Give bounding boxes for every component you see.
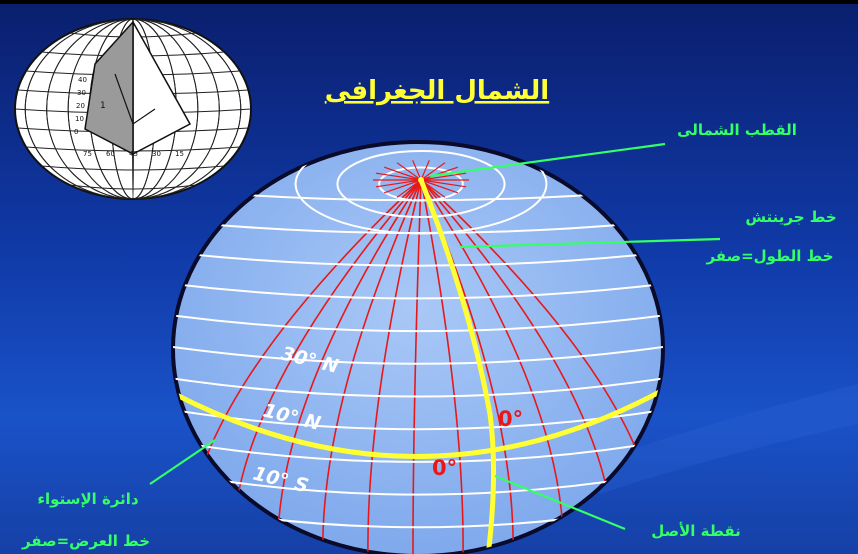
greenwich-meridian: [418, 179, 497, 554]
inset-angle-lines: [114, 73, 156, 125]
north-pole-pointer: [429, 142, 666, 178]
equator-pointer: [149, 439, 216, 485]
pole-ray: [420, 162, 446, 181]
inset-latitude-line: [41, 165, 225, 171]
inset-globe: 1 40 30 20 10 0 75 60 45 30 15: [14, 18, 252, 200]
longitude-zero-label: خط الطول=صفر: [705, 247, 833, 265]
latitude-line: [173, 313, 663, 333]
diagram-canvas: 30° N 10° N 10° S 0° 0° الشمال الجغرافى …: [14, 18, 858, 554]
longitude-line: [276, 179, 422, 554]
latitude-line: [173, 281, 663, 300]
pointer-lines: [149, 142, 721, 531]
pole-ray: [420, 172, 467, 181]
pole-ray: [375, 172, 422, 181]
inset-scale-top: 40 30 20 10 0: [74, 76, 87, 136]
pole-ray: [384, 179, 422, 194]
longitude-line: [420, 179, 464, 554]
inset-longitude-line: [67, 19, 199, 199]
pole-ray: [384, 166, 422, 181]
inset-scale-label: 15: [175, 150, 184, 158]
inset-longitude-line: [46, 19, 220, 199]
inset-scale-label: 10: [75, 115, 84, 123]
pole-ray: [412, 160, 422, 181]
equator-label: دائرة الإستواء: [37, 490, 139, 508]
page-title: الشمال الجغرافى: [325, 76, 549, 106]
longitude-line: [367, 179, 422, 554]
zero-meridian-label: 0°: [498, 407, 523, 431]
inset-scale-label: 20: [76, 102, 85, 110]
longitude-line: [321, 179, 422, 554]
pole-ray: [375, 179, 422, 188]
inset-longitude-line: [24, 19, 242, 199]
background-swoosh: [560, 384, 858, 494]
pole-ray: [420, 179, 467, 188]
origin-label: نقطة الأصل: [651, 522, 741, 540]
equator-line: [173, 386, 663, 459]
inset-scale-label: 60: [106, 150, 115, 158]
pole-ray: [420, 166, 458, 181]
longitude-line: [412, 179, 422, 554]
greenwich-label: خط جرينتش: [745, 208, 836, 226]
inset-scale-label: 40: [78, 76, 87, 84]
inset-scale-label: 0: [74, 128, 78, 136]
pole-ray: [396, 162, 422, 181]
pole-ray: [420, 160, 430, 181]
latitude-line: [173, 376, 663, 398]
inset-cutaway-dark: [84, 20, 134, 156]
latitude-line: [173, 250, 663, 267]
polar-circle: [336, 150, 506, 218]
globe: [171, 140, 665, 554]
inset-scale-label: 75: [83, 150, 92, 158]
pole-ray: [420, 179, 446, 198]
inset-latitude-line: [69, 184, 197, 190]
zero-equator-label: 0°: [432, 456, 457, 480]
latitude-line: [173, 470, 663, 496]
origin-pointer: [494, 474, 626, 531]
globe-body: [171, 140, 665, 554]
latitude-line: [173, 344, 663, 365]
north-pole-point: [418, 177, 424, 183]
inset-scale-label: 30: [77, 89, 86, 97]
pole-ray: [396, 179, 422, 198]
inset-scale-label: 30: [152, 150, 161, 158]
inset-center-mark: 1: [100, 101, 106, 111]
polar-circle: [378, 166, 464, 202]
latitude-line: [173, 438, 663, 463]
latitude-zero-label: خط العرض=صفر: [21, 532, 150, 550]
greenwich-pointer: [459, 237, 721, 249]
inset-scale-bottom: 75 60 45 30 15: [83, 150, 184, 158]
pole-rays: [373, 160, 469, 200]
north-pole-label: القطب الشمالى: [677, 121, 797, 139]
inset-scale-label: 45: [129, 150, 138, 158]
pole-ray: [420, 179, 458, 194]
polar-circle: [294, 142, 548, 235]
